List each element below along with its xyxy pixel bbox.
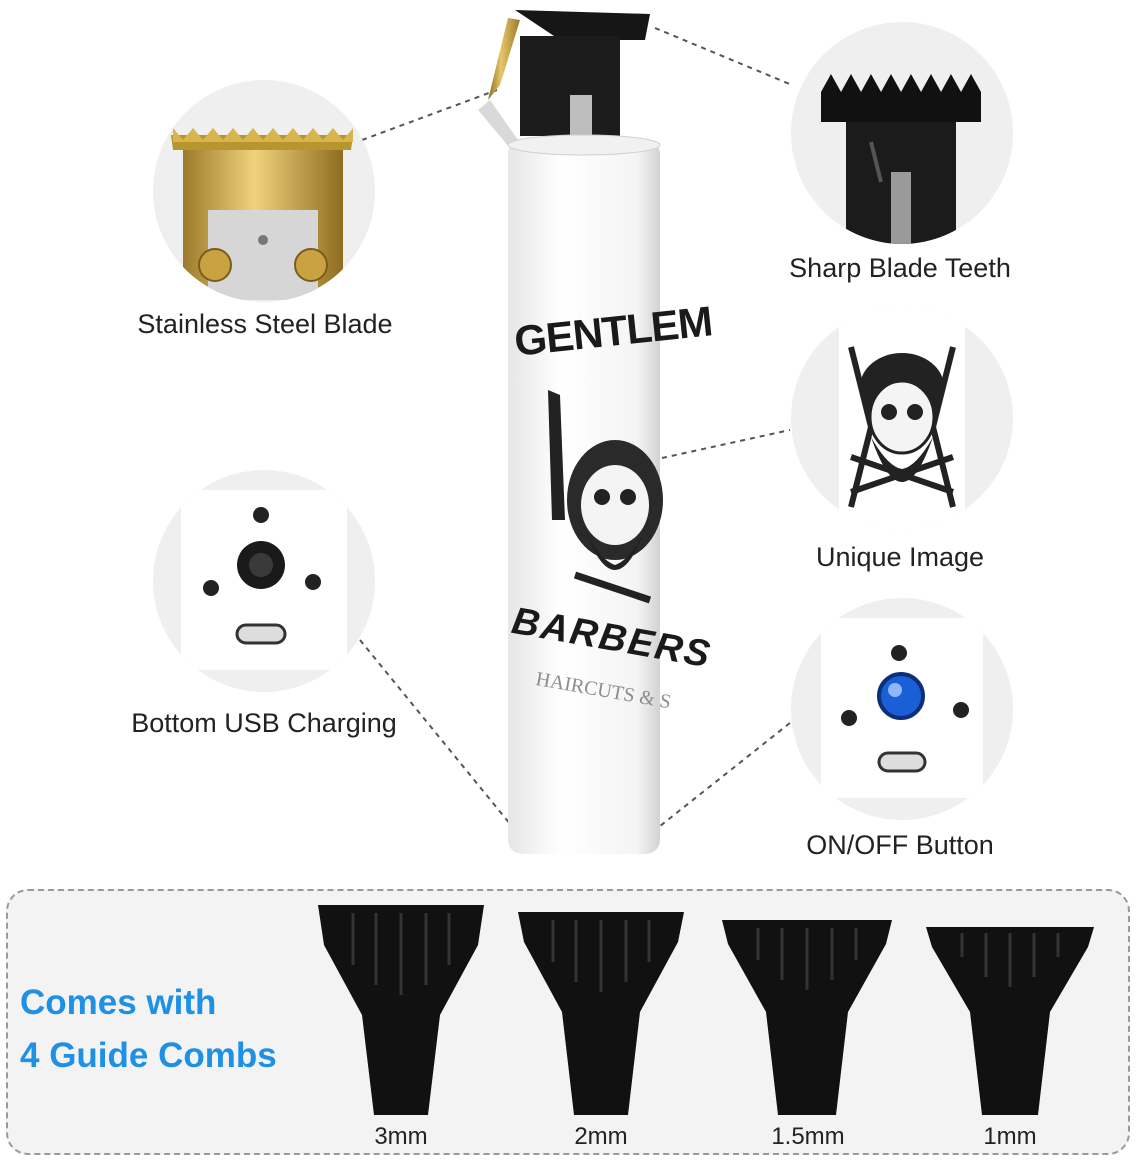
print-barbers: BARBERS [508,600,715,677]
connector-stainless [361,89,498,141]
label-stainless-steel-blade: Stainless Steel Blade [137,309,393,339]
label-bottom-usb-charging: Bottom USB Charging [131,708,397,738]
comb-3mm-icon [318,905,484,1115]
skull-print-icon [839,307,965,529]
black-blade-icon [821,74,981,244]
unique-image-circle [791,307,1013,529]
comb-2mm-icon [518,912,684,1115]
power-button-icon [821,618,983,798]
comb-size-2mm: 2mm [574,1123,628,1150]
comb-1mm-icon [926,927,1094,1115]
connector-sharp [654,27,793,86]
gold-blade-icon [171,128,353,300]
label-onoff-button: ON/OFF Button [806,830,994,860]
stainless-blade-circle [153,80,375,302]
combs-title-line1: Comes with [20,983,217,1022]
combs-title-line2: 4 Guide Combs [20,1036,277,1075]
comb-1-5mm-icon [722,920,892,1115]
comb-size-1mm: 1mm [983,1123,1037,1150]
print-haircuts: HAIRCUTS & S [534,668,673,714]
comb-size-1-5mm: 1.5mm [771,1123,845,1150]
usb-bottom-icon [181,490,347,670]
connector-onoff [644,714,801,839]
label-unique-image: Unique Image [815,542,985,572]
label-sharp-blade-teeth: Sharp Blade Teeth [789,253,1011,283]
skull-emblem-icon [548,390,663,604]
usb-charging-circle [153,470,375,692]
comb-size-3mm: 3mm [374,1123,428,1150]
onoff-button-circle [791,598,1013,820]
connector-unique [661,429,791,459]
sharp-teeth-circle [791,22,1013,244]
print-gentlem: GENTLEM [512,297,715,365]
